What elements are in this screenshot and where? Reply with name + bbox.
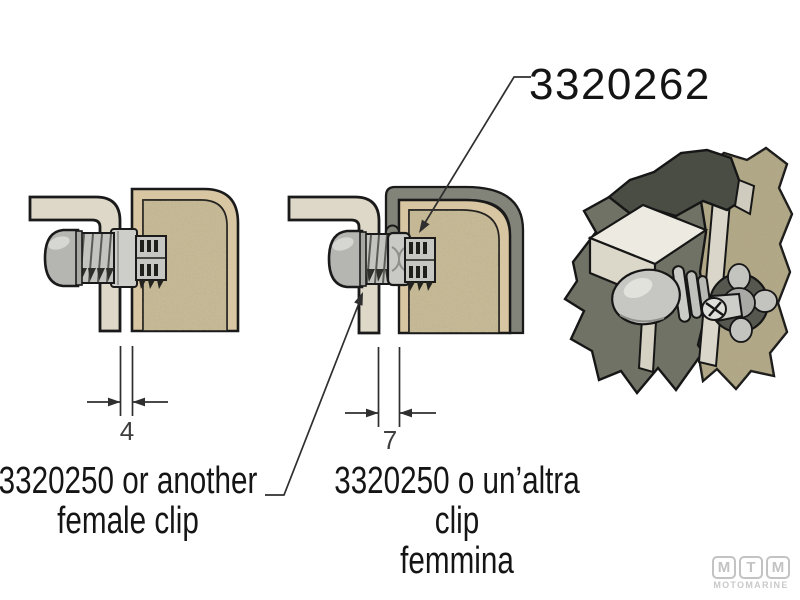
leader-line-female-clip (265, 302, 360, 496)
dimension-4-label: 4 (120, 416, 134, 446)
mtm-logo: M T M MOTOMARINE (711, 556, 791, 590)
iso-female-clip (701, 263, 778, 343)
caption-italian-line1: 3320250 o un’altra clip (334, 460, 580, 542)
iso-cutaway-view (563, 146, 794, 395)
male-clip-left (43, 228, 138, 288)
part-number-label: 3320262 (529, 60, 711, 109)
caption-english-line2: female clip (57, 500, 199, 542)
leader-lines (265, 76, 531, 496)
caption-italian-line2: femmina (400, 540, 514, 582)
iso-rubber-trim (607, 148, 746, 218)
iso-clip-head (611, 265, 713, 326)
caption-english: 3320250 or another female clip (0, 461, 259, 541)
logo-subtitle: MOTOMARINE (713, 580, 789, 590)
dimension-7-label: 7 (383, 425, 397, 455)
leader-line-3320262 (422, 76, 531, 227)
center-cross-section (287, 185, 525, 335)
dimension-7: 7 (345, 347, 436, 455)
female-clip-left (135, 235, 167, 289)
left-cross-section (28, 187, 240, 333)
caption-english-line1: 3320250 or another (0, 460, 258, 502)
mtm-logo-boxes: M T M (711, 556, 791, 579)
dimension-4: 4 (87, 346, 168, 446)
logo-letter-box-3: M (766, 556, 790, 579)
logo-letter-box-1: M (712, 556, 736, 579)
iso-trim-cut-face (733, 178, 756, 216)
female-clip-center (404, 237, 436, 291)
logo-letter-box-2: T (739, 556, 763, 579)
caption-italian: 3320250 o un’altra clip femmina (326, 461, 588, 581)
